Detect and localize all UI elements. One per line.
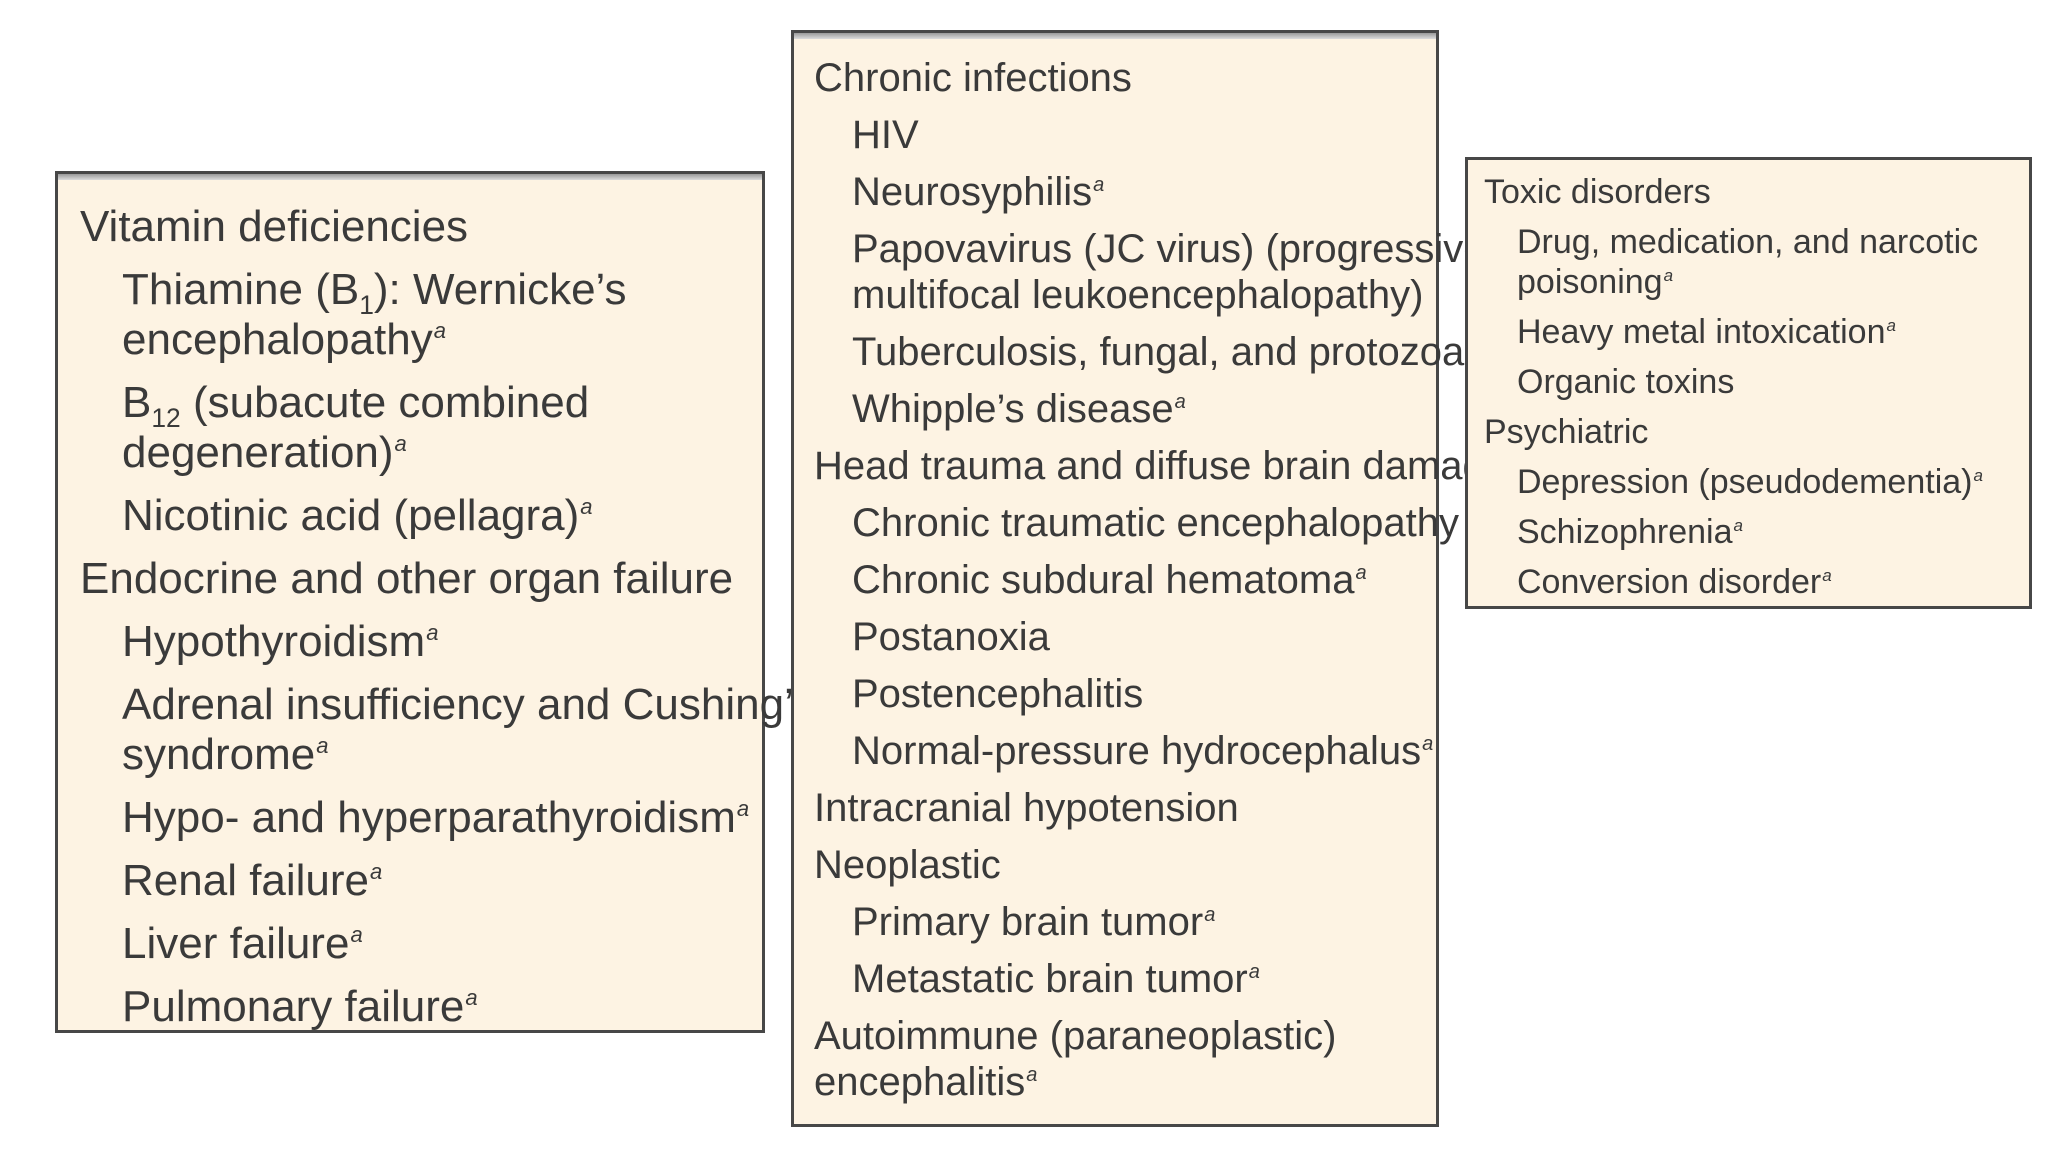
list-item-primary-tumor: Primary brain tumora: [852, 900, 1216, 944]
list-item-adrenal: Adrenal insufficiency and Cushing’s: [122, 680, 816, 729]
list-item-renal-failure: Renal failurea: [122, 856, 383, 905]
category-autoimmune: Autoimmune (paraneoplastic): [814, 1014, 1337, 1058]
list-item-hiv: HIV: [852, 113, 919, 157]
list-item-drug-poisoning: Drug, medication, and narcotic: [1517, 223, 1979, 261]
list-item-papovavirus: Papovavirus (JC virus) (progressive: [852, 227, 1486, 271]
list-item-nph: Normal-pressure hydrocephalusa: [852, 729, 1434, 773]
list-item-cte: Chronic traumatic encephalopathy: [852, 501, 1460, 545]
list-item-depression: Depression (pseudodementia)a: [1517, 463, 1983, 501]
list-item-thiamine-cont: encephalopathya: [122, 315, 446, 364]
table-panel-left: Vitamin deficiencies Thiamine (B1): Wern…: [55, 171, 816, 1033]
category-neoplastic: Neoplastic: [814, 843, 1001, 887]
category-toxic-disorders: Toxic disorders: [1484, 173, 1711, 211]
category-endocrine-organ-failure: Endocrine and other organ failure: [80, 554, 734, 603]
list-item-pulmonary-failure: Pulmonary failurea: [122, 982, 478, 1031]
category-vitamin-deficiencies: Vitamin deficiencies: [80, 202, 469, 251]
list-item-drug-poisoning-cont: poisoninga: [1517, 263, 1674, 301]
list-item-subdural-hematoma: Chronic subdural hematomaa: [852, 558, 1367, 602]
list-item-b12-cont: degeneration)a: [122, 428, 407, 477]
list-item-postencephalitis: Postencephalitis: [852, 672, 1144, 716]
list-item-nicotinic-acid: Nicotinic acid (pellagra)a: [122, 491, 593, 540]
list-item-hypothyroidism: Hypothyroidisma: [122, 617, 439, 666]
list-item-conversion-disorder: Conversion disordera: [1517, 563, 1832, 601]
list-item-adrenal-cont: syndromea: [122, 730, 329, 779]
list-item-thiamine: Thiamine (B1): Wernicke’s: [122, 265, 627, 320]
table-panel-middle: Chronic infections HIV Neurosyphilisa Pa…: [791, 30, 1508, 1127]
list-item-metastatic-tumor: Metastatic brain tumora: [852, 957, 1260, 1001]
list-item-schizophrenia: Schizophreniaa: [1517, 513, 1743, 551]
list-item-postanoxia: Postanoxia: [852, 615, 1050, 659]
list-item-neurosyphilis: Neurosyphilisa: [852, 170, 1105, 214]
table-panel-right: Toxic disorders Drug, medication, and na…: [1465, 157, 2032, 609]
list-item-whipples: Whipple’s diseasea: [852, 387, 1186, 431]
list-item-parathyroidism: Hypo- and hyperparathyroidisma: [122, 793, 750, 842]
list-item-tuberculosis: Tuberculosis, fungal, and protozoala: [852, 330, 1485, 374]
list-item-heavy-metal: Heavy metal intoxicationa: [1517, 313, 1896, 351]
category-psychiatric: Psychiatric: [1484, 413, 1649, 451]
category-autoimmune-cont: encephalitisa: [814, 1060, 1038, 1104]
list-item-liver-failure: Liver failurea: [122, 919, 363, 968]
list-item-papovavirus-cont: multifocal leukoencephalopathy): [852, 273, 1424, 317]
category-head-trauma: Head trauma and diffuse brain damage: [814, 444, 1508, 488]
list-item-b12: B12 (subacute combined: [122, 378, 590, 433]
list-item-organic-toxins: Organic toxins: [1517, 363, 1735, 401]
category-intracranial-hypotension: Intracranial hypotension: [814, 786, 1239, 830]
category-chronic-infections: Chronic infections: [814, 56, 1132, 100]
